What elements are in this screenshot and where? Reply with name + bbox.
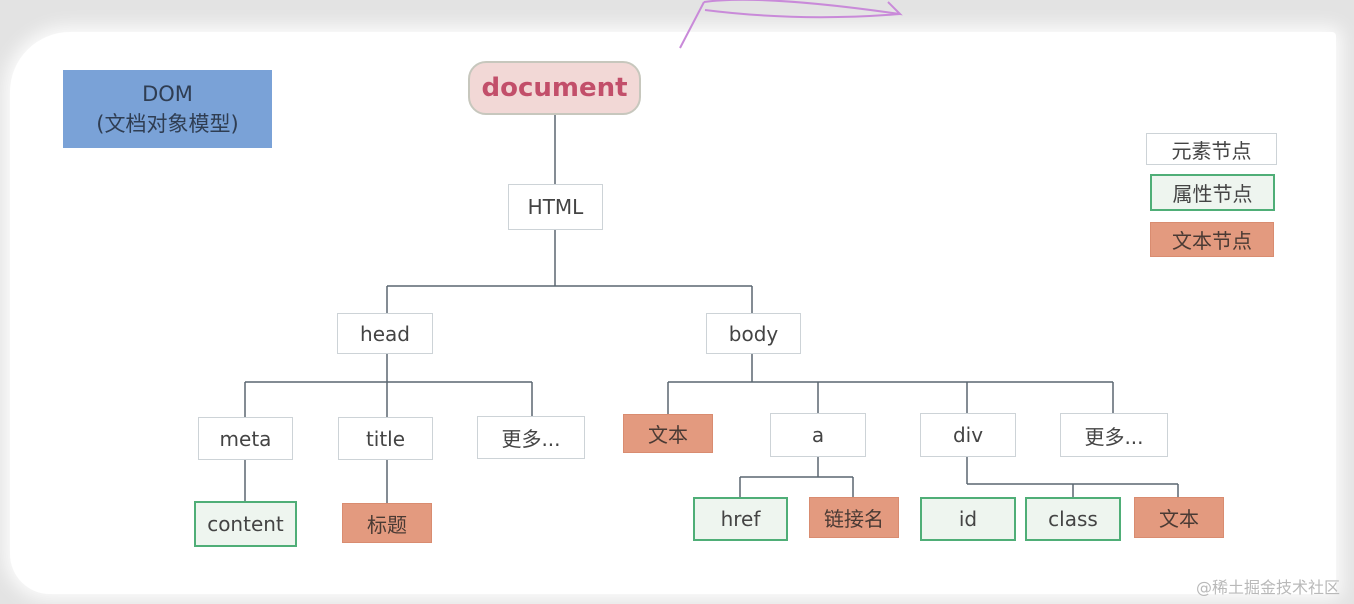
node-div-text: 文本: [1134, 497, 1224, 538]
node-id-attr: id: [920, 497, 1016, 541]
node-div: div: [920, 413, 1016, 457]
node-link-name-text: 链接名: [809, 497, 899, 538]
node-body-text: 文本: [623, 414, 713, 453]
node-title-text: 标题: [342, 503, 432, 543]
node-a: a: [770, 413, 866, 457]
node-body-more: 更多...: [1060, 413, 1168, 457]
node-head: head: [337, 313, 433, 354]
node-document: document: [468, 61, 641, 115]
dom-title-line2: (文档对象模型): [96, 112, 239, 136]
node-href-attr: href: [693, 497, 788, 541]
watermark: @稀土掘金技术社区: [1195, 578, 1340, 597]
legend-text-node: 文本节点: [1150, 222, 1274, 257]
dom-title-box: DOM (文档对象模型): [63, 70, 272, 148]
node-meta: meta: [198, 417, 293, 460]
node-class-attr: class: [1025, 497, 1121, 541]
legend-element-node: 元素节点: [1146, 133, 1277, 165]
legend-attribute-node: 属性节点: [1150, 174, 1275, 211]
dom-title-line1: DOM: [142, 82, 193, 106]
node-title: title: [338, 417, 433, 460]
node-content-attr: content: [194, 501, 297, 547]
node-html: HTML: [508, 184, 603, 230]
node-head-more: 更多...: [477, 416, 585, 459]
node-body: body: [706, 313, 801, 354]
